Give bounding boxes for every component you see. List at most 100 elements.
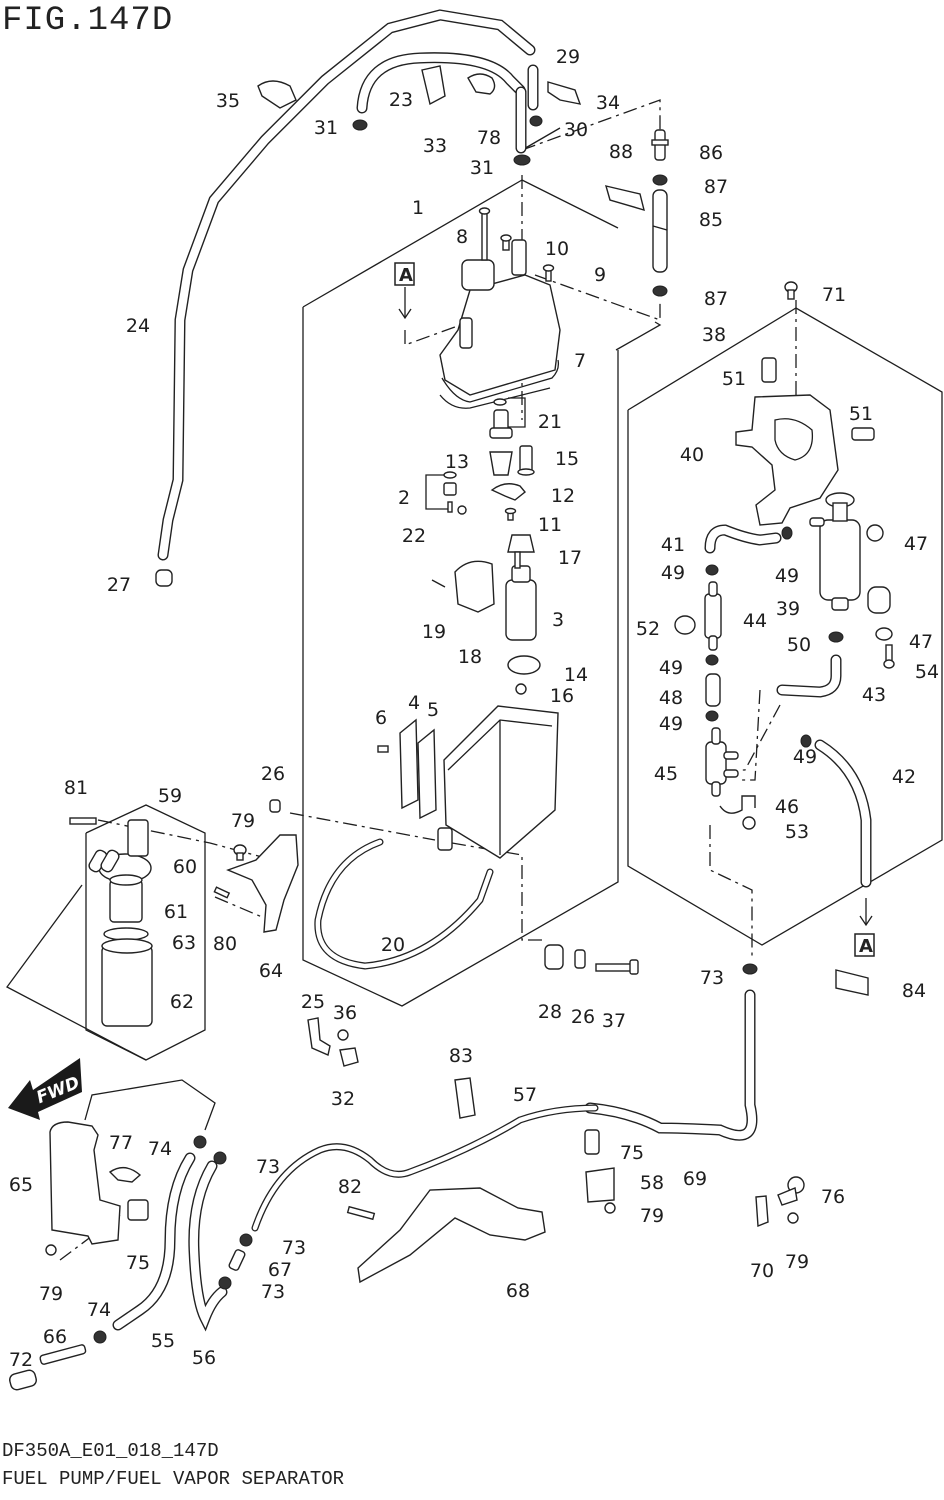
grommet-47-b (875, 627, 893, 641)
callout-label-49: 49 (793, 746, 817, 768)
holder-75-left (127, 1199, 149, 1221)
bowl-62 (101, 938, 153, 1027)
element-61 (109, 874, 143, 923)
clip-78 (467, 73, 496, 95)
bolt-79-top (233, 844, 247, 861)
callout-label-3: 3 (552, 609, 564, 631)
fuel-filter-assembly-outline (6, 804, 206, 1061)
callout-label-57: 57 (513, 1084, 537, 1106)
callout-label-73: 73 (256, 1156, 280, 1178)
clip-34 (547, 81, 582, 105)
bracket-40 (735, 394, 839, 526)
bracket-64 (226, 834, 299, 933)
clip-12 (490, 483, 526, 501)
clip-33 (421, 65, 446, 106)
grommet-27 (155, 569, 173, 587)
callout-label-87: 87 (704, 176, 728, 198)
callout-label-87: 87 (704, 288, 728, 310)
part-22 (457, 505, 467, 515)
fuel-pump-3 (505, 551, 537, 641)
hose-clamps (93, 115, 844, 1344)
pin-19 (431, 579, 446, 588)
callout-label-49: 49 (775, 565, 799, 587)
callout-label-45: 45 (654, 763, 678, 785)
callout-label-24: 24 (126, 315, 150, 337)
callout-label-8: 8 (456, 226, 468, 248)
valve-45 (705, 727, 739, 797)
hose-55 (112, 1152, 196, 1331)
callout-label-39: 39 (776, 598, 800, 620)
filter-15 (517, 445, 535, 476)
callout-label-72: 72 (9, 1349, 33, 1371)
hose-20 (314, 838, 494, 970)
ref-marker-a-bottom: A (854, 898, 875, 957)
callout-label-12: 12 (551, 485, 575, 507)
callout-label-31: 31 (470, 157, 494, 179)
diagram-caption: FUEL PUMP/FUEL VAPOR SEPARATOR (2, 1468, 345, 1490)
callout-label-37: 37 (602, 1010, 626, 1032)
hose-69 (584, 989, 758, 1141)
bolt-71 (784, 281, 798, 300)
collar-26 (574, 949, 586, 969)
callout-label-21: 21 (538, 411, 562, 433)
callout-label-74: 74 (87, 1299, 111, 1321)
part-16 (515, 683, 527, 695)
callout-label-54: 54 (915, 661, 939, 683)
holder-14 (507, 655, 541, 675)
callout-label-49: 49 (661, 562, 685, 584)
callout-label-25: 25 (301, 991, 325, 1013)
callout-label-35: 35 (216, 90, 240, 112)
clip-51-upper (761, 357, 777, 383)
hose-48 (705, 673, 721, 707)
callout-label-51: 51 (849, 403, 873, 425)
svg-text:A: A (399, 265, 413, 286)
gasket-5 (417, 728, 437, 820)
hose-85 (652, 189, 668, 273)
callout-label-5: 5 (427, 699, 439, 721)
callout-label-79: 79 (640, 1205, 664, 1227)
grommet-28 (544, 944, 564, 970)
callout-label-73: 73 (700, 967, 724, 989)
callout-label-63: 63 (172, 932, 196, 954)
callout-label-13: 13 (445, 451, 469, 473)
separator-39 (809, 492, 861, 611)
callout-label-59: 59 (158, 785, 182, 807)
callout-label-62: 62 (170, 991, 194, 1013)
clip-76 (777, 1176, 805, 1206)
bolt-79-right (787, 1212, 799, 1224)
filter-head-60 (88, 819, 152, 883)
callout-label-84: 84 (902, 980, 926, 1002)
callout-label-58: 58 (640, 1172, 664, 1194)
plate-4 (399, 718, 419, 810)
callout-label-41: 41 (661, 534, 685, 556)
fuel-pump-assembly-outline (302, 179, 662, 1007)
cover-65 (49, 1121, 121, 1245)
cushion-47-lower (867, 586, 891, 614)
callout-label-51: 51 (722, 368, 746, 390)
callout-label-36: 36 (333, 1002, 357, 1024)
callout-label-69: 69 (683, 1168, 707, 1190)
fitting-86 (651, 129, 669, 161)
callout-label-22: 22 (402, 525, 426, 547)
callout-label-74: 74 (148, 1138, 172, 1160)
clip-35 (257, 80, 297, 109)
callout-label-38: 38 (702, 324, 726, 346)
callout-label-11: 11 (538, 514, 562, 536)
callout-label-16: 16 (550, 685, 574, 707)
hose-23 (356, 52, 526, 114)
bolt-54 (883, 644, 895, 669)
grommet-47 (866, 524, 884, 542)
clip-83 (454, 1077, 476, 1119)
callout-label-17: 17 (558, 547, 582, 569)
callout-label-4: 4 (408, 692, 420, 714)
callout-label-70: 70 (750, 1260, 774, 1282)
callout-label-44: 44 (743, 610, 767, 632)
screw-9 (542, 264, 555, 282)
callout-label-60: 60 (173, 856, 197, 878)
svg-text:A: A (859, 936, 873, 957)
callout-label-26: 26 (571, 1006, 595, 1028)
callout-label-75: 75 (126, 1252, 150, 1274)
callout-label-49: 49 (659, 657, 683, 679)
hose-42 (814, 739, 872, 888)
